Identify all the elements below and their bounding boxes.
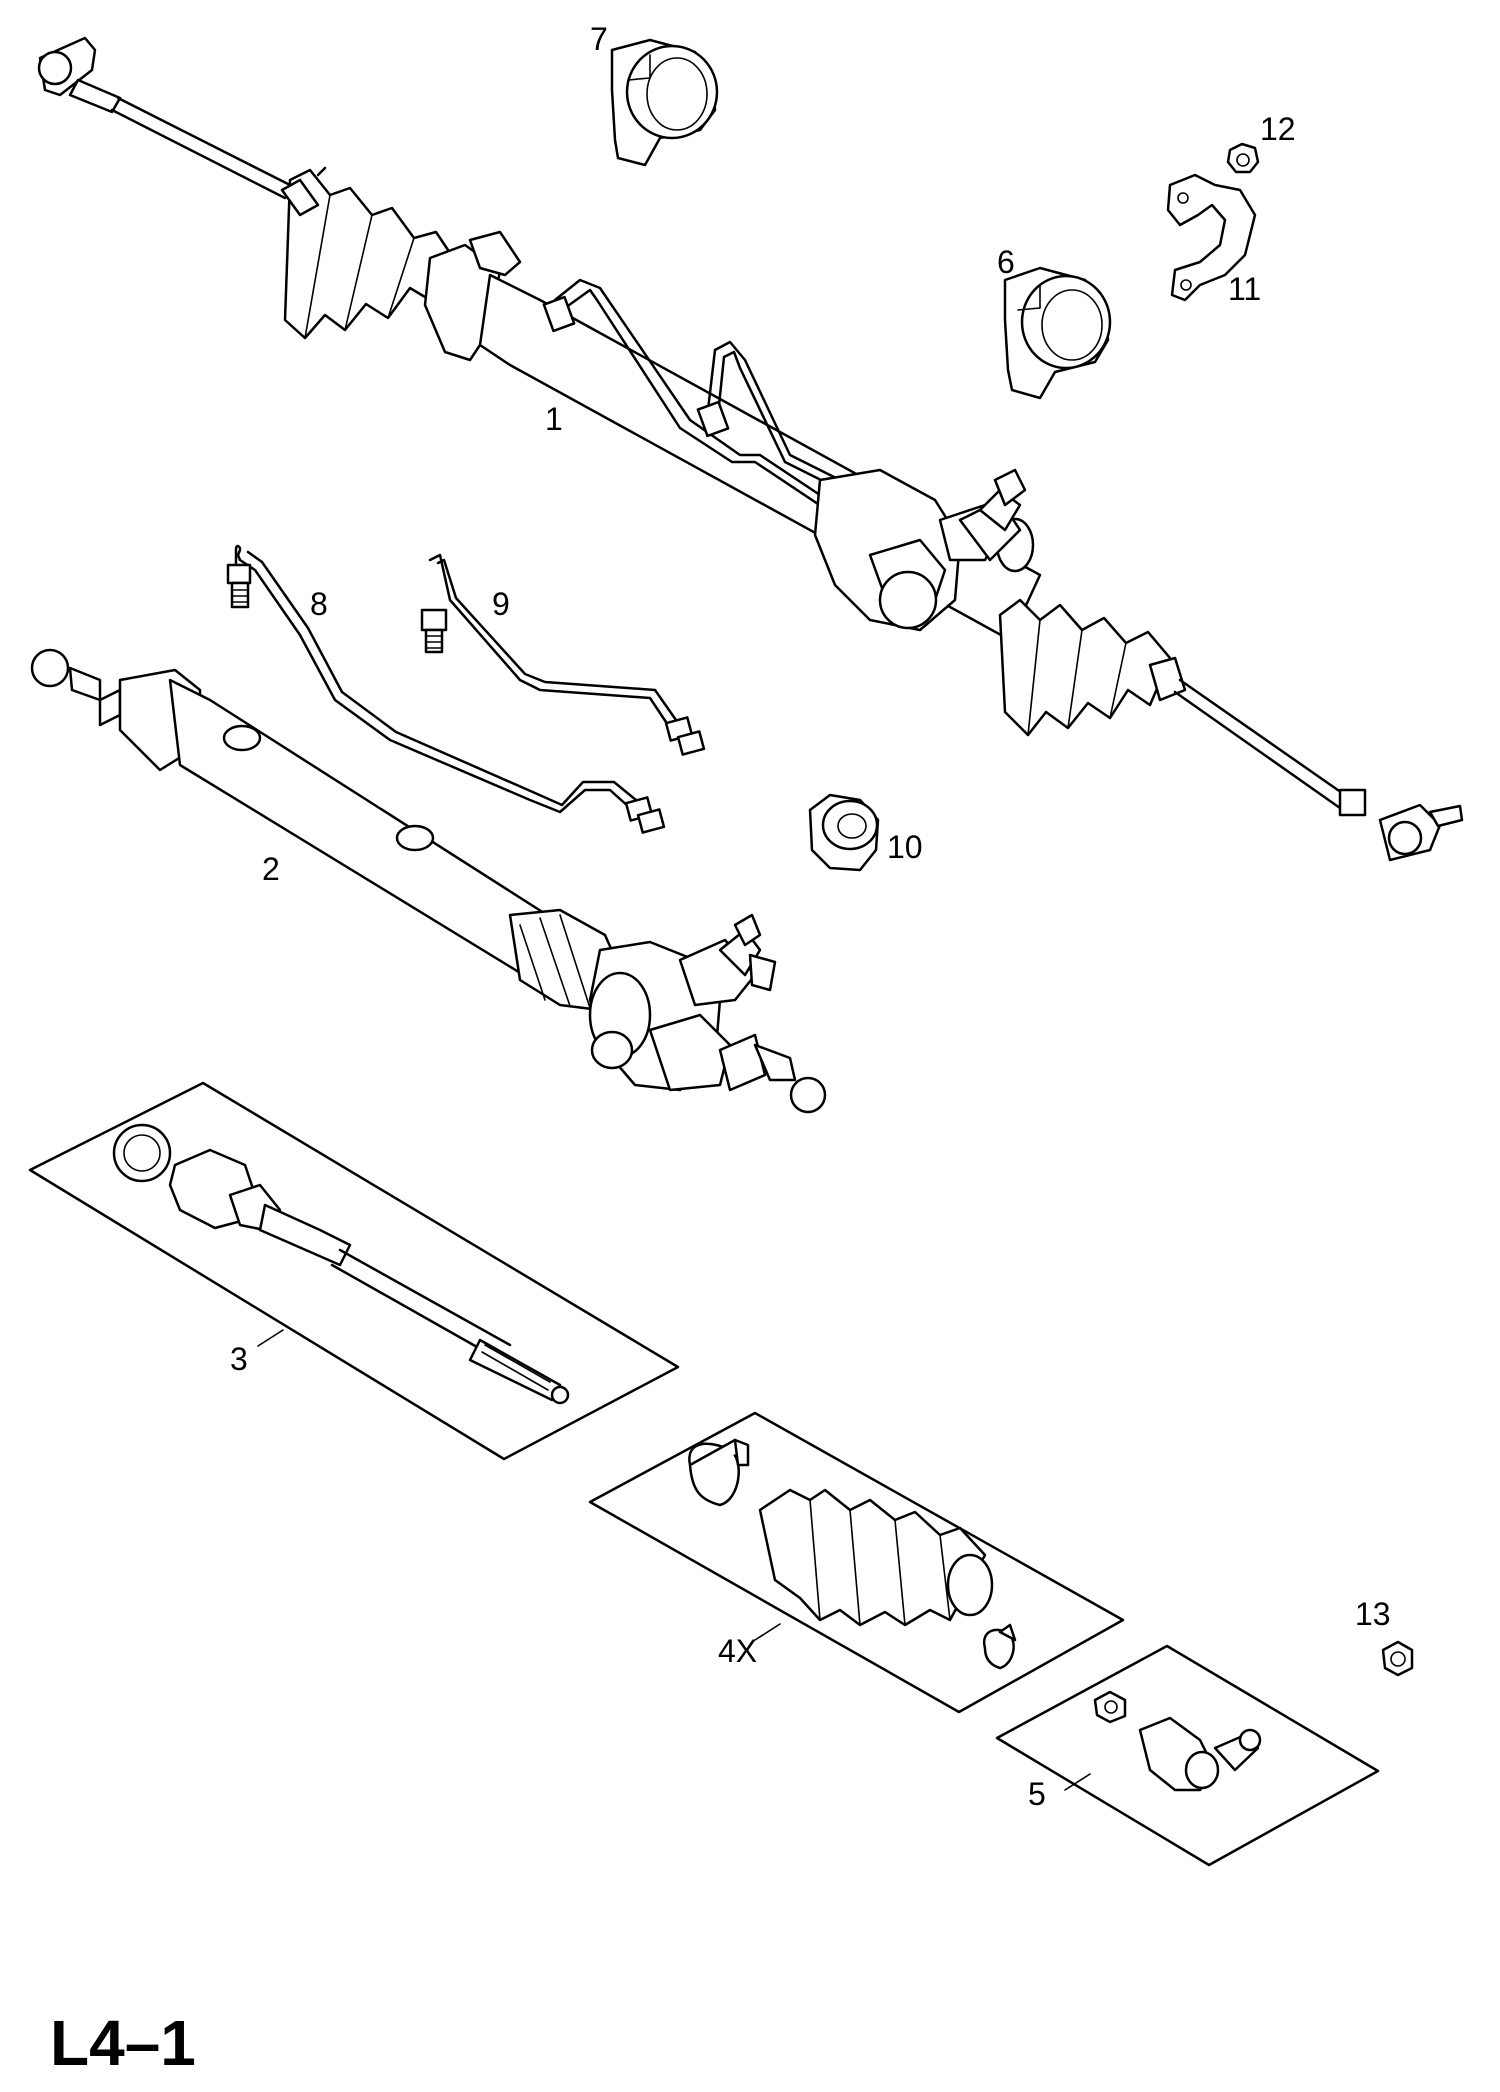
part-7-mounting-bushing[interactable] — [610, 38, 719, 167]
callout-9: 9 — [492, 586, 510, 622]
callout-4x: 4X — [718, 1633, 757, 1669]
part-10-bushing[interactable] — [808, 793, 880, 872]
callout-6: 6 — [997, 244, 1015, 280]
part-4-boot-kit[interactable] — [588, 1411, 1125, 1714]
part-9-hydraulic-pipe[interactable] — [420, 553, 706, 756]
page-code: L4–1 — [50, 2007, 196, 2079]
part-11-clamp-bracket[interactable] — [1166, 173, 1257, 302]
callout-5: 5 — [1028, 1776, 1046, 1812]
callout-2: 2 — [262, 851, 280, 887]
callout-12: 12 — [1260, 111, 1296, 147]
part-2-rack-housing[interactable] — [30, 648, 827, 1114]
callout-10: 10 — [887, 829, 923, 865]
callout-1: 1 — [545, 401, 563, 437]
part-12-nut[interactable] — [1226, 142, 1260, 174]
part-6-mounting-bushing[interactable] — [1003, 266, 1112, 400]
part-1-steering-rack-assembly[interactable] — [37, 36, 1464, 862]
leader-part-5 — [1064, 1773, 1091, 1791]
callout-13: 13 — [1355, 1596, 1391, 1632]
callout-8: 8 — [310, 586, 328, 622]
part-5-tie-rod-end-kit[interactable] — [995, 1644, 1380, 1867]
callout-3: 3 — [230, 1341, 248, 1377]
part-13-nut[interactable] — [1381, 1640, 1414, 1677]
part-8-hydraulic-pipe[interactable] — [226, 544, 666, 834]
leader-part-4 — [754, 1623, 781, 1641]
part-3-inner-tie-rod-kit[interactable] — [28, 1081, 680, 1461]
leader-part-3 — [257, 1329, 284, 1347]
callout-7: 7 — [590, 21, 608, 57]
callout-11: 11 — [1228, 271, 1261, 307]
